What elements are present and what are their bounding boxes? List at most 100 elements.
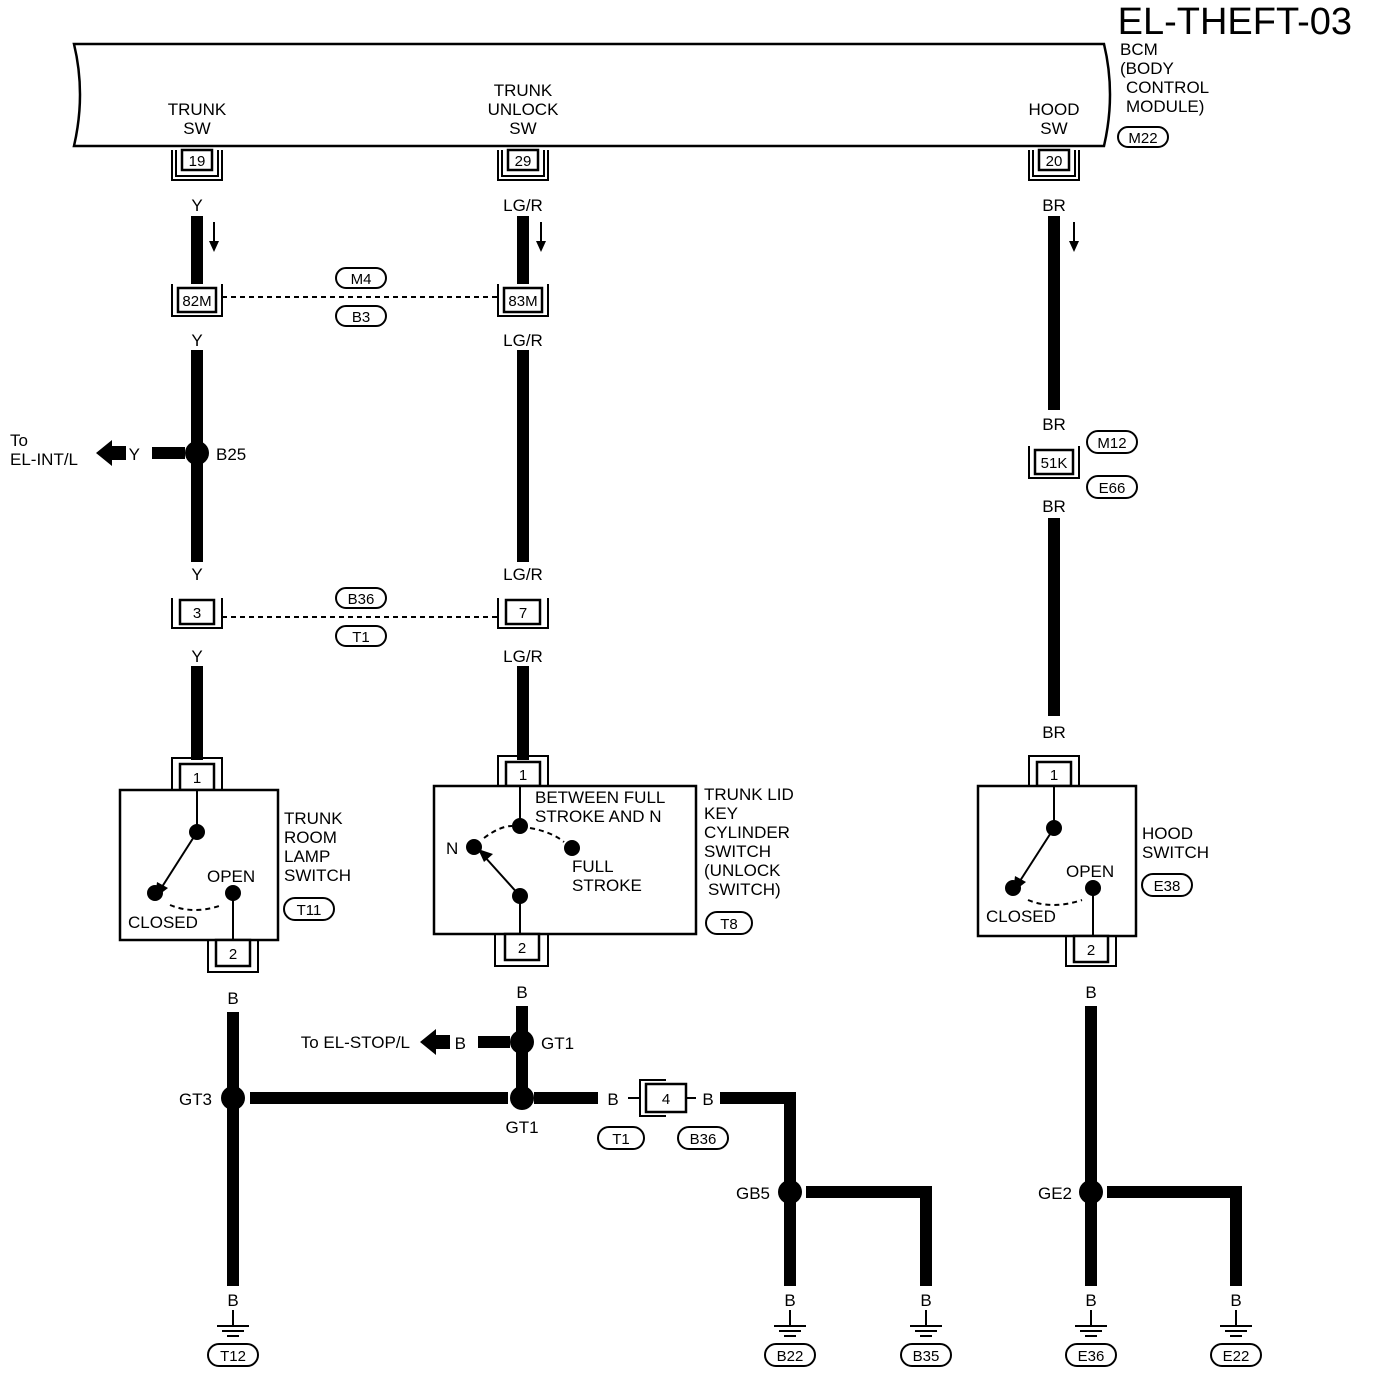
connector-label: M12 (1097, 435, 1126, 452)
switch-name: HOOD (1142, 824, 1193, 843)
ground-symbol-e22: B E22 (1210, 1291, 1262, 1367)
connector-label: E38 (1154, 878, 1181, 895)
ground-label: B22 (777, 1348, 804, 1365)
splice-label: GT1 (505, 1118, 538, 1137)
trunk-lid-key-cylinder-switch: 1 N BETWEEN FULL STROKE AND N FULL STROK… (432, 755, 698, 967)
pin-number: 82M (182, 293, 211, 310)
bcm-pin-connector: 19 (171, 148, 223, 181)
page-title: EL-THEFT-03 (1118, 1, 1352, 43)
ground-symbol-e36: B E36 (1065, 1291, 1117, 1367)
bcm-terminal-label: UNLOCK (488, 100, 560, 119)
bcm-terminal-label: SW (509, 119, 536, 138)
ge2-e22-wire (1107, 1186, 1242, 1286)
wire-color-label: Y (191, 196, 202, 215)
switch-name: SWITCH (284, 866, 351, 885)
pin-number: 1 (193, 770, 201, 787)
bcm-terminal-label: HOOD (1029, 100, 1080, 119)
pin-number: 2 (1087, 942, 1095, 959)
switch-state-closed: CLOSED (986, 907, 1056, 926)
connector-label: B3 (352, 309, 370, 326)
ground-label: E22 (1223, 1348, 1250, 1365)
hood-switch: 1 CLOSED OPEN 2 (976, 755, 1138, 967)
bcm-name-line: BCM (1120, 40, 1158, 59)
pin-number: 19 (189, 153, 206, 170)
arrow-to-int-lamp-icon (96, 440, 126, 466)
connector-label: B36 (690, 1131, 717, 1148)
splice-b25 (185, 441, 209, 465)
connector-pill (335, 587, 387, 609)
connector-pill (677, 1126, 729, 1150)
connector-pill (1141, 873, 1193, 897)
wire-color-label: B (920, 1291, 931, 1310)
splice-ge2 (1079, 1180, 1103, 1204)
bcm-connector-label: M22 (1128, 130, 1157, 147)
switch-name: ROOM (284, 828, 337, 847)
switch-state-open: OPEN (1066, 862, 1114, 881)
pin-number: 20 (1046, 153, 1063, 170)
connector-pill (335, 267, 387, 289)
wire-color-label: B (702, 1090, 713, 1109)
splice-label: GT1 (541, 1034, 574, 1053)
wire-color-label: BR (1042, 497, 1066, 516)
switch-position-between: STROKE AND N (535, 807, 662, 826)
branch-destination: To (10, 431, 28, 450)
ground-label: E36 (1078, 1348, 1105, 1365)
ground-label: B35 (913, 1348, 940, 1365)
wire-color-label: B (455, 1034, 466, 1053)
wire-color-label: B (1230, 1291, 1241, 1310)
pin-number: 29 (515, 153, 532, 170)
wire-color-label: Y (191, 565, 202, 584)
wire-color-label: B (227, 1291, 238, 1310)
connector-label: T1 (612, 1131, 630, 1148)
wire-color-label: Y (129, 445, 140, 464)
pin-number: 7 (519, 605, 527, 622)
connector-pill (597, 1126, 645, 1150)
switch-name: CYLINDER (704, 823, 790, 842)
splice-label: B25 (216, 445, 246, 464)
connector-label: B36 (348, 591, 375, 608)
branch-destination: To EL-STOP/L (301, 1033, 410, 1052)
current-direction-arrow (209, 222, 219, 252)
wire-color-label: LG/R (503, 565, 543, 584)
switch-name: (UNLOCK (704, 861, 781, 880)
branch-destination: EL-INT/L (10, 450, 78, 469)
wire-color-label: B (1085, 1291, 1096, 1310)
gb5-feed-wire (720, 1092, 796, 1286)
switch-state-closed: CLOSED (128, 913, 198, 932)
bcm-pin-connector: 29 (497, 148, 549, 181)
bcm-terminal-label: SW (183, 119, 210, 138)
arrow-to-stop-lamp-icon (420, 1029, 450, 1055)
splice-gt1 (510, 1030, 534, 1054)
bcm-terminal-label: TRUNK (168, 100, 227, 119)
pin-number: 3 (193, 605, 201, 622)
bcm-name-line: CONTROL (1126, 78, 1209, 97)
connector-pill (705, 911, 753, 935)
pin-number: 1 (519, 767, 527, 784)
inline-connector-3: 3 (171, 598, 223, 629)
wire-color-label: B (227, 989, 238, 1008)
ground-symbol-b35: B B35 (900, 1291, 952, 1367)
pin-number: 4 (662, 1091, 670, 1108)
pin-number: 83M (508, 293, 537, 310)
connector-pill (1086, 430, 1138, 454)
splice-gt1-lower (510, 1086, 534, 1110)
connector-pill (335, 305, 387, 327)
inline-connector-4: 4 (628, 1079, 696, 1117)
wire-color-label: LG/R (503, 331, 543, 350)
splice-label: GB5 (736, 1184, 770, 1203)
wire-color-label: B (607, 1090, 618, 1109)
gb5-b35-wire (806, 1186, 932, 1286)
wire-color-label: BR (1042, 415, 1066, 434)
splice-label: GT3 (179, 1090, 212, 1109)
pin-number: 2 (229, 946, 237, 963)
pin-number: 2 (518, 940, 526, 957)
switch-name: SWITCH (704, 842, 771, 861)
switch-name: TRUNK (284, 809, 343, 828)
ground-symbol-t12: B T12 (207, 1291, 259, 1367)
ground-label: T12 (220, 1348, 246, 1365)
connector-label: T8 (720, 916, 738, 933)
switch-state-open: OPEN (207, 867, 255, 886)
bcm-pin-connector: 20 (1028, 148, 1080, 181)
pin-number: 51K (1041, 455, 1068, 472)
wire-color-label: BR (1042, 196, 1066, 215)
